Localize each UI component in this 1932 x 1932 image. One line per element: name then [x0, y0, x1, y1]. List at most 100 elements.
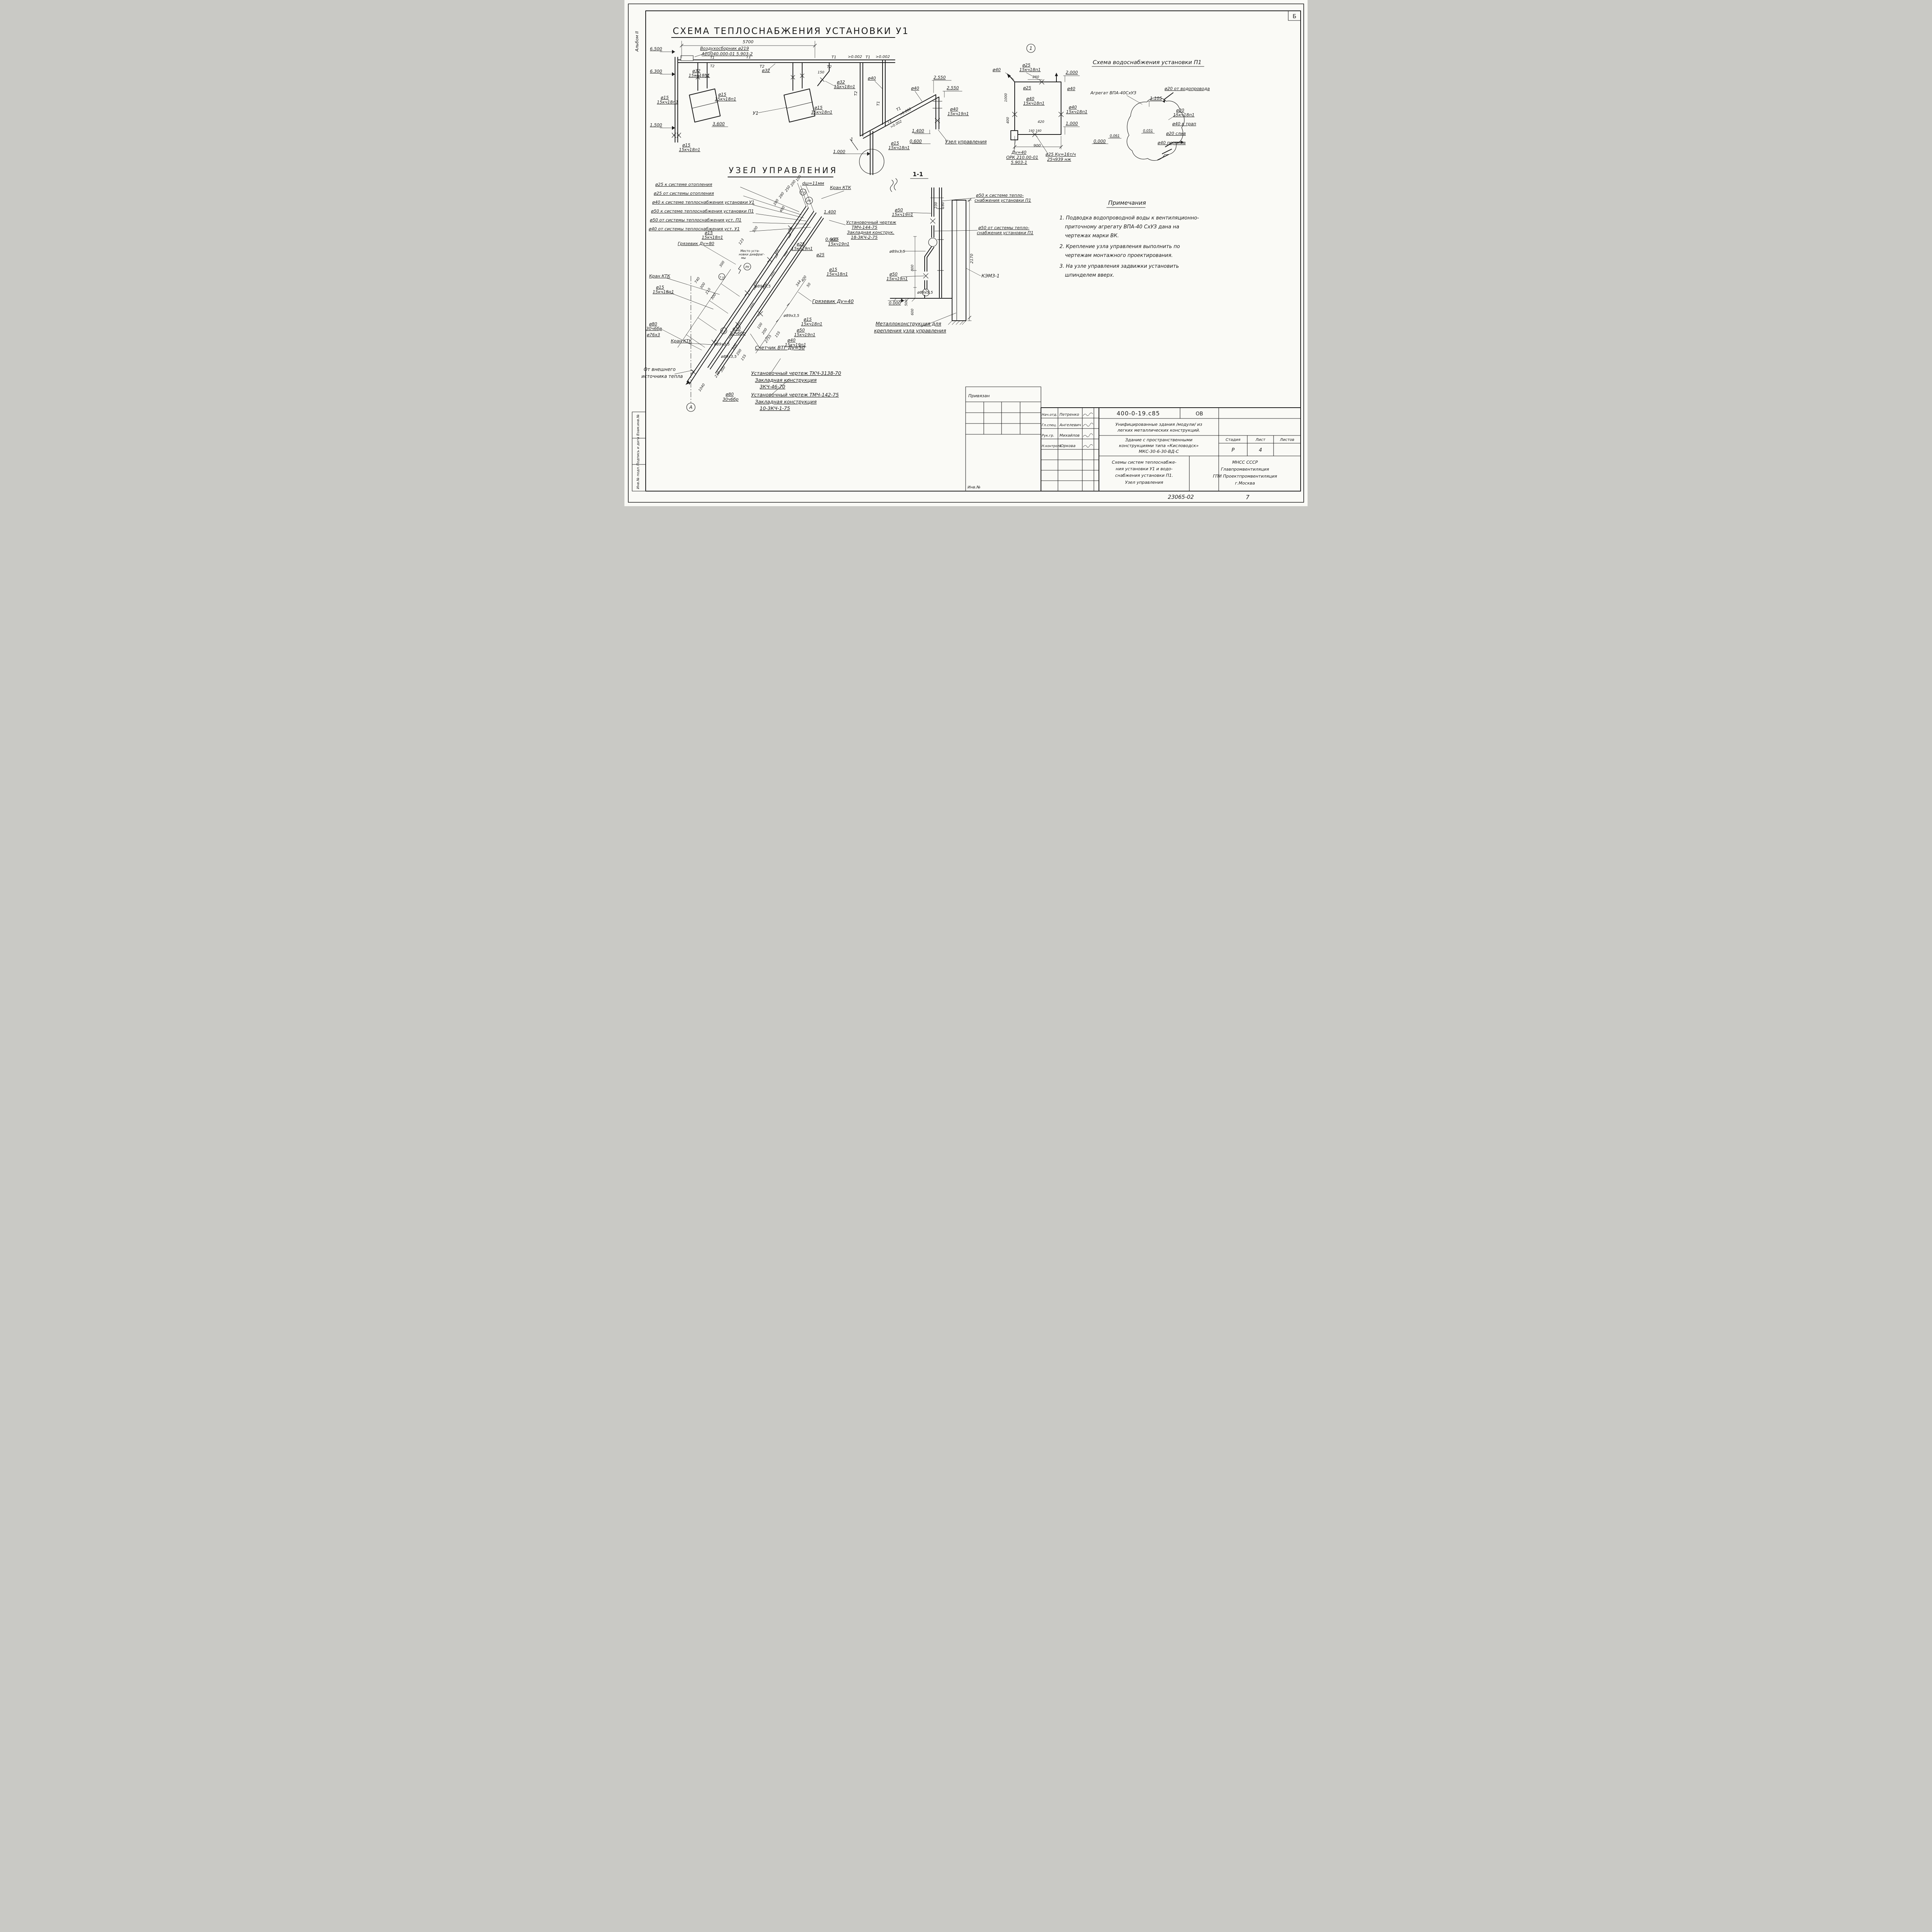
project-line: легких металлических конструкций.: [1117, 428, 1200, 433]
dim-label: 180: [941, 202, 945, 209]
diagram-label: Закладная конструк.: [847, 230, 895, 235]
pipe-size-label: ø32: [837, 80, 845, 85]
diagram-label: новки диафраг-: [739, 253, 765, 256]
dim-label: 200: [773, 199, 780, 206]
pipe-size-label: ø40: [787, 338, 796, 343]
valves: [672, 73, 942, 138]
diagram-label: Т1: [710, 56, 714, 60]
component-label: Воздухосборник ø219: [700, 46, 749, 51]
dim-label: 500: [905, 299, 908, 306]
elevation-label: 0.000: [889, 301, 901, 306]
pipe-size-label: ø50: [796, 328, 805, 333]
pipe-size-label: ø89х3,5: [917, 291, 933, 295]
sheet-header: Лист: [1255, 438, 1266, 442]
elevation-label: 1.000: [833, 149, 845, 154]
elevation-label: 0.051: [1143, 129, 1153, 133]
pipe-size-label: ø80: [725, 392, 734, 397]
pipe-size-label: ø25: [796, 242, 805, 247]
pipe-size-label: ø89х3,5: [889, 250, 905, 254]
valve-type-label: 15кч18п1: [1173, 112, 1194, 117]
person-name: Ангелевич: [1059, 423, 1081, 427]
pipe-size-label: ø25: [816, 252, 825, 257]
diagram-label: Т2: [710, 65, 714, 68]
diagram-label: Т2: [854, 91, 858, 96]
flange-ticks: [719, 243, 788, 344]
pipe-size-label: ø40: [950, 107, 958, 112]
pipe-size-label: ø50: [732, 326, 741, 331]
section-mark: 1: [850, 137, 853, 142]
role-label: Н.контроль: [1042, 444, 1061, 448]
diagram-label: >0.002: [848, 55, 862, 59]
title-block: Нач.отд. Петренко Гл.спец. Ангелевич Рук…: [965, 386, 1301, 501]
elevation-label: 0.061: [1110, 134, 1120, 138]
dim-label: 160: [1029, 129, 1034, 133]
component-label: крепления узла управления: [874, 328, 946, 333]
dim-label: 5700: [743, 39, 753, 44]
elevation-label: 0.600: [825, 237, 838, 242]
diagram-label: ОРК 210.00-01: [1006, 155, 1038, 160]
elevation-label: 1.500: [650, 122, 662, 128]
sheet-title-line: ния установки У1 и водо-: [1116, 466, 1172, 471]
valve-type-label: 15кч19п1: [791, 246, 813, 251]
diagram-label: Т2: [886, 119, 893, 125]
document-mark: ОВ: [1196, 411, 1203, 417]
building-line: МКС-30-6-30-ВД-С: [1139, 449, 1179, 454]
diagram-label: Т1: [832, 55, 836, 60]
valve-type-label: 15кч19п1: [947, 111, 969, 116]
air-collector: [680, 55, 694, 61]
water-scheme-title: Схема водоснабжения установки П1: [1093, 60, 1202, 66]
pipe-size-label: ø40: [867, 76, 876, 81]
diagram-label: Т2: [760, 65, 764, 69]
org-line: ГПИ Проектпромвентиляция: [1213, 474, 1277, 479]
valve-type-label: 15кч18п1: [657, 100, 678, 105]
diagram-label: мы: [741, 256, 746, 260]
pipe-label: ø40 от системы теплоснабжения уст. У1: [648, 226, 740, 231]
control-unit-title: УЗЕЛ УПРАВЛЕНИЯ: [729, 166, 838, 175]
elevation-label: 2.000: [1066, 70, 1078, 75]
dim-label: 400: [801, 275, 808, 283]
diagram-label: 3КЧ-46-70: [760, 384, 785, 389]
stage-value: Р: [1231, 447, 1235, 453]
dim-label: 900: [1033, 144, 1041, 148]
component-label: Узел управления: [945, 139, 986, 145]
pipe-label: ø50 к системе теплоснабжения установки П…: [651, 209, 754, 214]
diagram-label: Установочный чертеж ТМЧ-142-75: [751, 392, 839, 398]
album-label: Альбом II: [634, 31, 639, 52]
margin-label: Взам.инв.№: [636, 414, 640, 435]
role-label: Рук.гр.: [1042, 434, 1054, 438]
pipe-label: ø40 перелив: [1157, 140, 1186, 145]
dim-label: 800: [911, 265, 915, 271]
break-symbols: [738, 229, 792, 290]
elevation-label: 1.000: [1066, 121, 1078, 126]
dim-label: 300: [719, 260, 726, 268]
pipe-label: ø20 слив: [1166, 131, 1186, 136]
dim-label: 300: [699, 282, 706, 290]
valves: [690, 225, 793, 374]
leader-lines: [1092, 95, 1177, 144]
page-number: 7: [1246, 494, 1250, 501]
note-line: приточному агрегату ВПА-40 СхУЗ дана на: [1065, 224, 1179, 230]
valve-type-label: 15кч18п1: [702, 235, 723, 240]
dim-label: 210: [714, 371, 721, 379]
pipe-label: снабжения установки П1: [975, 198, 1031, 203]
dim-label: 300: [710, 293, 717, 301]
valve-type-label: 15кч18п1: [811, 110, 832, 115]
radiator: [689, 88, 721, 122]
pipe-label: снабжения установки П1: [977, 230, 1034, 235]
margin-label: Инв.№ подл.: [636, 466, 640, 489]
flange-circle: [928, 238, 937, 247]
inventory-label: Инв.№: [968, 485, 981, 490]
sheets-header: Листов: [1279, 438, 1294, 442]
valves: [923, 218, 935, 279]
instrument-tag: РУ: [745, 265, 750, 269]
dim-label: 600: [911, 309, 915, 315]
dim-label: 155: [740, 354, 747, 362]
instrument-tag: РУ: [807, 199, 811, 203]
elevation-label: 1.400: [912, 128, 924, 133]
valve-type-label: 30ч6бр: [646, 326, 662, 331]
dim-label: 200: [736, 349, 743, 356]
valves: [1012, 79, 1064, 137]
valve-type-label: 15кч18п1: [827, 272, 848, 277]
elevation-label: 2.550: [947, 85, 959, 90]
note-line: 1. Подводка водопроводной воды к вентиля…: [1060, 215, 1199, 221]
